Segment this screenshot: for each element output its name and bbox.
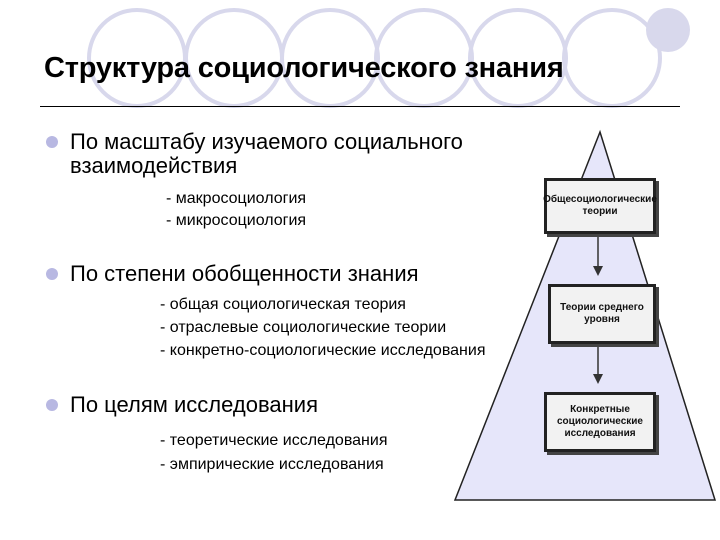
page-title: Структура социологического знания: [44, 52, 564, 84]
list-item: - теоретические исследования: [160, 432, 388, 449]
pyramid-level-label: Конкретные: [570, 404, 630, 415]
bullet-dot: [46, 399, 58, 411]
pyramid-level-label: исследования: [564, 428, 636, 439]
section-heading-text: взаимодействия: [70, 153, 238, 178]
list-item: - отраслевые социологические теории: [160, 319, 447, 336]
pyramid-level-label: уровня: [584, 314, 620, 325]
section-heading-text: По целям исследования: [70, 392, 318, 417]
pyramid-level-label: Общесоциологические: [543, 194, 657, 205]
arrow-head-2: [593, 374, 603, 384]
list-item: - конкретно-социологические исследования: [160, 342, 486, 359]
list-item: - эмпирические исследования: [160, 456, 384, 473]
bullet-dot: [46, 136, 58, 148]
pyramid-level-label: социологические: [557, 416, 643, 427]
list-item: - макросоциология: [166, 190, 307, 207]
list-item: - микросоциология: [166, 212, 307, 229]
pyramid-level-label: теории: [582, 206, 618, 217]
section-heading-text: По степени обобщенности знания: [70, 261, 419, 286]
bullet-dot: [46, 268, 58, 280]
arrow-head-1: [593, 266, 603, 276]
section-heading-text: По масштабу изучаемого социального: [70, 129, 463, 154]
pyramid-level-label: Теории среднего: [560, 302, 644, 313]
title-divider: [40, 106, 680, 107]
list-item: - общая социологическая теория: [160, 296, 406, 313]
